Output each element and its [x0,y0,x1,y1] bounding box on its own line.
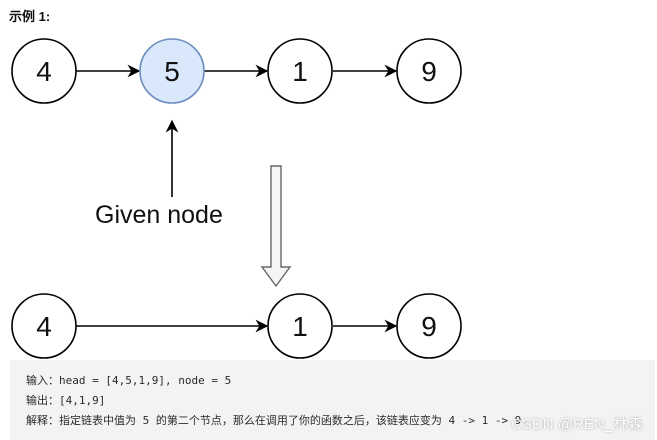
transform-down-arrow [260,165,292,288]
example-output-line: 输出：[4,1,9] [26,394,106,407]
top-node-5: 5 [139,38,205,104]
example-code-block: 输入：head = [4,5,1,9], node = 5 输出：[4,1,9]… [10,360,655,440]
bottom-node-1: 1 [267,293,333,359]
bottom-node-9: 9 [396,293,462,359]
given-node-label: Given node [95,201,223,229]
csdn-watermark: CSDN @REN_林森 [511,416,643,433]
top-node-label: 5 [164,56,180,87]
bottom-node-4: 4 [11,293,77,359]
bottom-node-label: 9 [421,311,437,342]
example-title: 示例 1: [9,9,51,24]
top-node-1: 1 [267,38,333,104]
example-explanation-line: 解释：指定链表中值为 5 的第二个节点，那么在调用了你的函数之后，该链表应变为 … [26,414,528,427]
example-input-line: 输入：head = [4,5,1,9], node = 5 [26,374,232,387]
top-node-label: 4 [36,56,52,87]
bottom-node-label: 1 [292,311,308,342]
top-node-9: 9 [396,38,462,104]
linked-list-diagram: 4 5 1 9 Given node 4 1 9 [11,38,462,359]
bottom-node-label: 4 [36,311,52,342]
top-node-label: 9 [421,56,437,87]
top-node-4: 4 [11,38,77,104]
top-node-label: 1 [292,56,308,87]
